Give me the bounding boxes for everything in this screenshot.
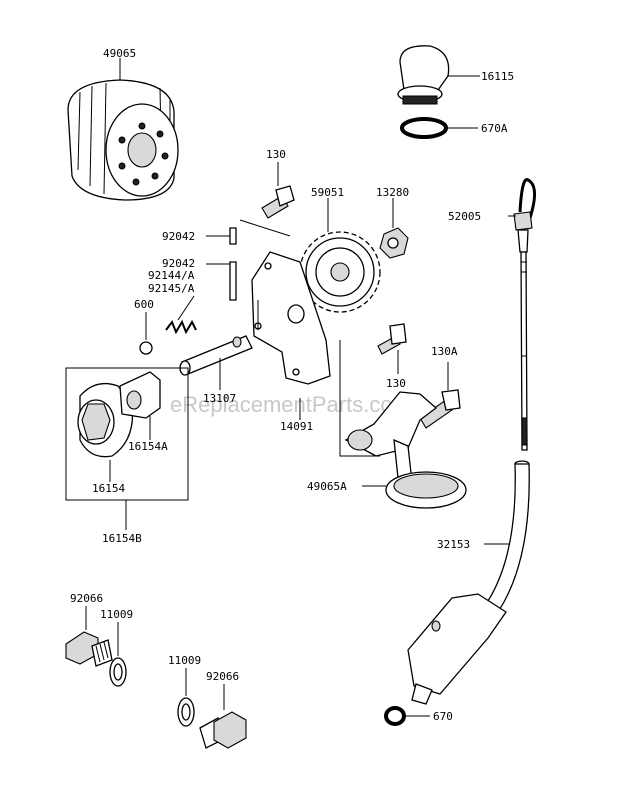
label-14091: 14091 xyxy=(280,420,313,433)
label-11009-right: 11009 xyxy=(168,654,201,667)
oil-strainer-part xyxy=(344,391,467,509)
label-13107: 13107 xyxy=(203,392,236,405)
watermark-text: eReplacementParts.com xyxy=(170,392,411,417)
drain-plug-92066-left-part xyxy=(65,631,113,667)
label-16115: 16115 xyxy=(481,70,514,83)
pin-92042-a-part xyxy=(229,227,237,245)
bolt-130-mid-part xyxy=(377,323,407,355)
label-59051: 59051 xyxy=(311,186,344,199)
label-49065A: 49065A xyxy=(307,480,347,493)
label-92042-b: 92042 xyxy=(162,257,195,270)
label-32153: 32153 xyxy=(437,538,470,551)
outer-rotor-16154-part xyxy=(77,382,134,458)
label-670A: 670A xyxy=(481,122,508,135)
relief-spring-part xyxy=(165,319,197,335)
oil-filter-part xyxy=(67,79,179,201)
label-92066-left: 92066 xyxy=(70,592,103,605)
oil-pump-gear-part xyxy=(299,231,381,313)
o-ring-670-part xyxy=(384,706,406,726)
label-13280: 13280 xyxy=(376,186,409,199)
label-130A: 130A xyxy=(431,345,458,358)
bolt-130a-part xyxy=(419,389,461,429)
label-600: 600 xyxy=(134,298,154,311)
label-92145A: 92145/A xyxy=(148,282,195,295)
label-92144A: 92144/A xyxy=(148,269,195,282)
label-49065: 49065 xyxy=(103,47,136,60)
label-92042-a: 92042 xyxy=(162,230,195,243)
label-130-mid: 130 xyxy=(386,377,406,390)
dipstick-tube-32153-part xyxy=(407,460,530,705)
label-670: 670 xyxy=(433,710,453,723)
label-92066-right: 92066 xyxy=(206,670,239,683)
inner-rotor-16154a-part xyxy=(119,371,161,419)
drain-plug-92066-right-part xyxy=(199,711,247,749)
label-16154: 16154 xyxy=(92,482,125,495)
label-52005: 52005 xyxy=(448,210,481,223)
bolt-130-top-part xyxy=(261,185,295,219)
relief-ball-600-part xyxy=(139,341,153,355)
label-130-top: 130 xyxy=(266,148,286,161)
label-16154A: 16154A xyxy=(128,440,168,453)
dipstick-part xyxy=(513,178,536,451)
oil-filler-cap-part xyxy=(397,45,450,105)
label-16154B: 16154B xyxy=(102,532,142,545)
shaft-13107-part xyxy=(179,335,253,376)
pump-housing-plate-part xyxy=(251,251,331,385)
group-bracket-16154b xyxy=(65,367,189,501)
pin-92042-b-part xyxy=(229,261,237,301)
label-11009-left: 11009 xyxy=(100,608,133,621)
o-ring-670a-part xyxy=(400,117,448,139)
